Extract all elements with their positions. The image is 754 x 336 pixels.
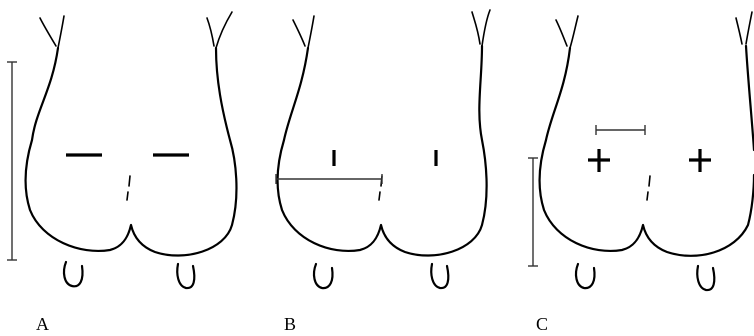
panel-c-label: C (536, 314, 548, 334)
panel-a-right-leg-2 (216, 12, 232, 48)
panel-c: C (528, 12, 754, 334)
panel-c-right-mark (689, 149, 711, 172)
panel-a: A (7, 12, 236, 334)
panel-a-height-scale (7, 62, 17, 260)
panel-b-right-leg (472, 12, 480, 44)
panel-a-left-leg-2 (58, 16, 64, 48)
panel-c-right-leg (736, 18, 742, 44)
panel-a-label: A (36, 314, 49, 334)
panel-b-left-teat (314, 264, 333, 288)
panel-c-udder-outline (540, 48, 754, 256)
panel-c-left-mark (588, 149, 610, 172)
panel-c-right-leg-2 (746, 12, 752, 44)
panel-a-right-teat (177, 264, 194, 288)
panel-b-right-leg-2 (482, 10, 490, 46)
panel-c-left-leg (556, 20, 567, 46)
panel-a-udder-outline (26, 48, 237, 256)
panel-b-width-scale (276, 174, 382, 184)
panel-b: B (276, 10, 490, 334)
panel-c-right-teat (697, 266, 714, 290)
panel-c-left-leg-2 (570, 16, 578, 48)
panel-b-udder-outline (278, 46, 487, 256)
panel-b-left-leg-2 (308, 16, 314, 48)
panel-a-right-leg (207, 18, 214, 46)
panel-b-left-leg (293, 20, 305, 46)
panel-c-cleft (647, 176, 650, 200)
panel-c-left-teat (576, 264, 595, 288)
panel-a-cleft (127, 176, 130, 200)
panel-c-width-scale (596, 125, 645, 135)
panel-c-udder-outline-right (746, 46, 754, 150)
panel-b-label: B (284, 314, 296, 334)
panel-a-left-teat (64, 262, 83, 286)
panel-b-right-teat (431, 264, 448, 288)
panel-a-left-leg (40, 18, 56, 46)
panel-c-height-scale (528, 158, 538, 266)
